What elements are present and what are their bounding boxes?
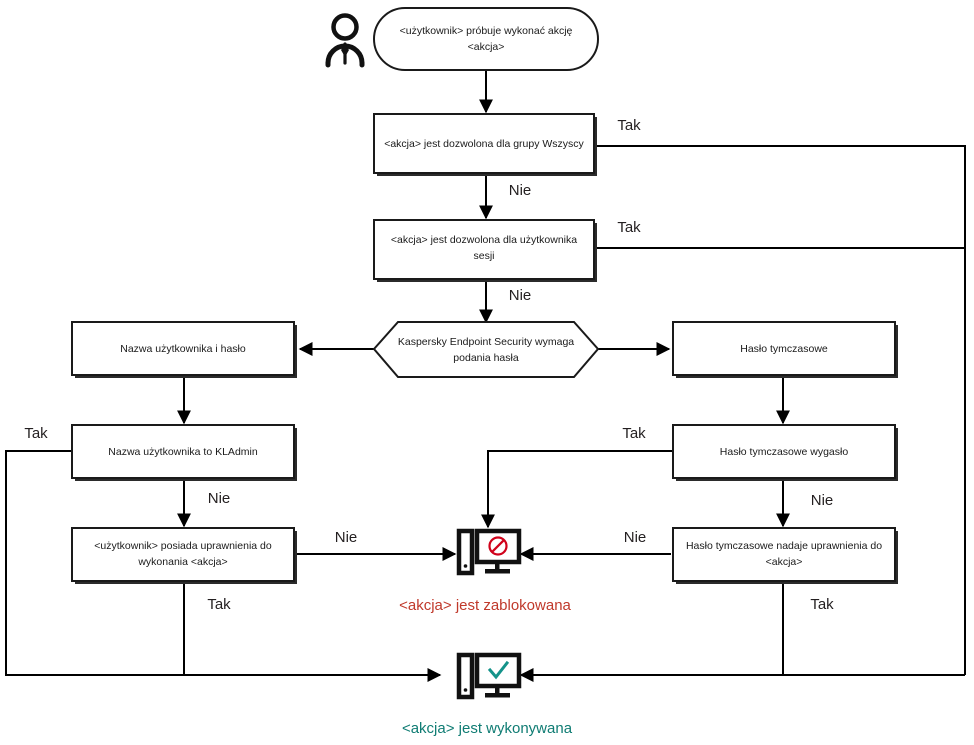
edge-group-yes [597, 145, 966, 675]
node-allowed-session-user-line2: sesji [473, 250, 494, 262]
edge-label-session-yes: Tak [617, 219, 641, 236]
node-username-password: Nazwa użytkownika i hasło [71, 321, 297, 378]
node-start-line1: <użytkownik> próbuje wykonać akcję [400, 25, 573, 37]
node-allowed-group: <akcja> jest dozwolona dla grupy Wszyscy [373, 113, 597, 176]
node-temp-password-expired: Hasło tymczasowe wygasło [672, 424, 898, 481]
person-icon [325, 13, 365, 68]
node-username-password-line1: Nazwa użytkownika i hasło [120, 343, 246, 355]
node-temp-password-grants-line2: <akcja> [766, 556, 803, 568]
edge-label-session-no: Nie [509, 287, 532, 304]
edge-label-group-yes: Tak [617, 117, 641, 134]
edge-label-group-no: Nie [509, 182, 532, 199]
node-temp-password-line1: Hasło tymczasowe [740, 343, 828, 355]
node-requires-password-line1: Kaspersky Endpoint Security wymaga [398, 336, 574, 348]
edge-label-grants-yes: Tak [810, 596, 834, 613]
node-requires-password-line2: podania hasła [453, 352, 519, 364]
node-temp-password: Hasło tymczasowe [672, 321, 898, 378]
edge-label-rights-yes: Tak [207, 596, 231, 613]
node-temp-password-grants: Hasło tymczasowe nadaje uprawnienia do <… [672, 527, 898, 584]
node-start: <użytkownik> próbuje wykonać akcję <akcj… [373, 7, 599, 71]
node-temp-password-expired-line1: Hasło tymczasowe wygasło [720, 446, 849, 458]
node-username-kladmin: Nazwa użytkownika to KLAdmin [71, 424, 297, 481]
edge-expired-yes [481, 450, 673, 529]
node-user-has-rights-line2: wykonania <akcja> [137, 556, 227, 568]
edge-kladmin-yes [5, 450, 442, 682]
node-requires-password: Kaspersky Endpoint Security wymaga podan… [372, 321, 600, 378]
node-start-line2: <akcja> [468, 41, 505, 53]
edge-label-kladmin-no: Nie [208, 490, 231, 507]
node-temp-password-grants-line1: Hasło tymczasowe nadaje uprawnienia do [686, 540, 882, 552]
computer-blocked-icon [456, 528, 522, 576]
node-user-has-rights-line1: <użytkownik> posiada uprawnienia do [94, 540, 272, 552]
edge-label-expired-yes: Tak [622, 425, 646, 442]
node-allowed-session-user: <akcja> jest dozwolona dla użytkownika s… [373, 219, 597, 282]
node-allowed-session-user-line1: <akcja> jest dozwolona dla użytkownika [391, 234, 577, 246]
edge-label-kladmin-yes: Tak [24, 425, 48, 442]
edge-label-grants-no: Nie [624, 529, 647, 546]
outcome-allowed-label: <akcja> jest wykonywana [402, 720, 573, 737]
node-allowed-group-line1: <akcja> jest dozwolona dla grupy Wszyscy [384, 138, 584, 150]
edge-label-expired-no: Nie [811, 492, 834, 509]
node-username-kladmin-line1: Nazwa użytkownika to KLAdmin [108, 446, 258, 458]
computer-allowed-icon [456, 652, 522, 700]
node-user-has-rights: <użytkownik> posiada uprawnienia do wyko… [71, 527, 297, 584]
outcome-blocked-label: <akcja> jest zablokowana [399, 597, 571, 614]
edge-label-rights-no: Nie [335, 529, 358, 546]
